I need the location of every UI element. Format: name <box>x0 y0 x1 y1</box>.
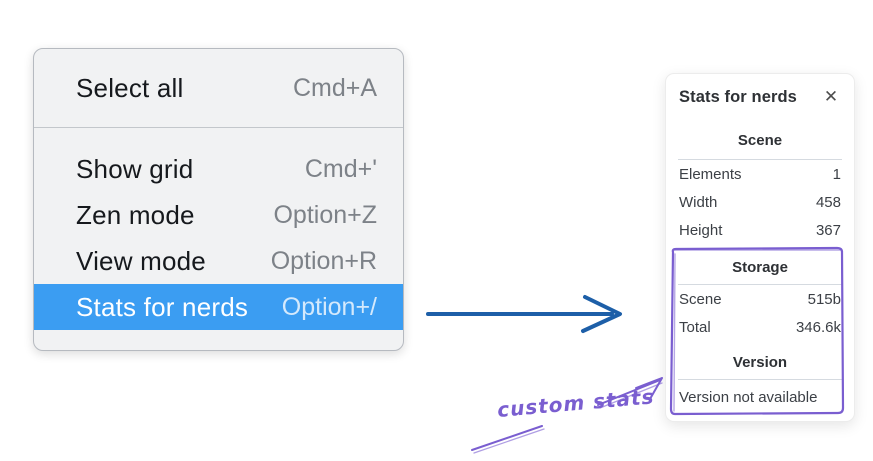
menu-to-panel-arrow-icon <box>426 295 622 333</box>
stat-value: 367 <box>815 221 841 239</box>
menu-group-bottom: Show grid Cmd+' Zen mode Option+Z View m… <box>34 128 403 348</box>
section-header-storage: Storage <box>732 259 788 276</box>
menu-item-view-mode[interactable]: View mode Option+R <box>34 238 403 284</box>
version-note: Version not available <box>679 389 818 406</box>
stat-value: 346.6k <box>795 318 841 336</box>
menu-item-zen-mode[interactable]: Zen mode Option+Z <box>34 192 403 238</box>
menu-item-shortcut: Cmd+' <box>304 154 377 183</box>
stats-panel: Stats for nerds ✕ Scene Elements 1 Width… <box>665 73 855 422</box>
stat-label: Total <box>679 318 711 336</box>
stat-row-storage-scene: Scene 515b <box>666 285 854 313</box>
stat-row-height: Height 367 <box>666 216 854 244</box>
menu-item-shortcut: Option+/ <box>281 292 377 321</box>
stat-row-storage-total: Total 346.6k <box>666 313 854 341</box>
stat-label: Height <box>679 221 723 239</box>
close-icon[interactable]: ✕ <box>823 87 839 106</box>
menu-group-top: Select all Cmd+A <box>34 49 403 127</box>
section-header-scene: Scene <box>737 132 783 149</box>
menu-item-shortcut: Option+R <box>270 246 377 275</box>
menu-separator <box>34 127 403 128</box>
menu-item-label: Zen mode <box>76 199 195 230</box>
annotation-text: custom stats <box>496 384 656 422</box>
stat-label: Width <box>679 193 718 211</box>
stats-panel-header: Stats for nerds ✕ <box>666 74 854 107</box>
stat-value: 1 <box>832 165 841 183</box>
section-header-version: Version <box>732 354 788 371</box>
menu-item-label: Select all <box>76 72 184 103</box>
menu-item-shortcut: Option+Z <box>273 200 377 229</box>
context-menu: Select all Cmd+A Show grid Cmd+' Zen mod… <box>33 48 404 351</box>
menu-item-label: Stats for nerds <box>76 291 249 322</box>
menu-item-shortcut: Cmd+A <box>292 73 377 102</box>
menu-item-select-all[interactable]: Select all Cmd+A <box>34 63 403 113</box>
menu-item-label: View mode <box>76 245 206 276</box>
menu-item-show-grid[interactable]: Show grid Cmd+' <box>34 146 403 192</box>
stat-label: Scene <box>679 290 722 308</box>
section-divider <box>678 379 842 380</box>
stat-value: 515b <box>807 290 841 308</box>
menu-item-stats-for-nerds[interactable]: Stats for nerds Option+/ <box>34 284 403 330</box>
menu-item-label: Show grid <box>76 153 194 184</box>
stat-row-elements: Elements 1 <box>666 160 854 188</box>
stat-label: Elements <box>679 165 742 183</box>
panel-title: Stats for nerds <box>679 87 797 106</box>
section-divider <box>678 159 842 160</box>
stat-row-width: Width 458 <box>666 188 854 216</box>
stat-value: 458 <box>815 193 841 211</box>
